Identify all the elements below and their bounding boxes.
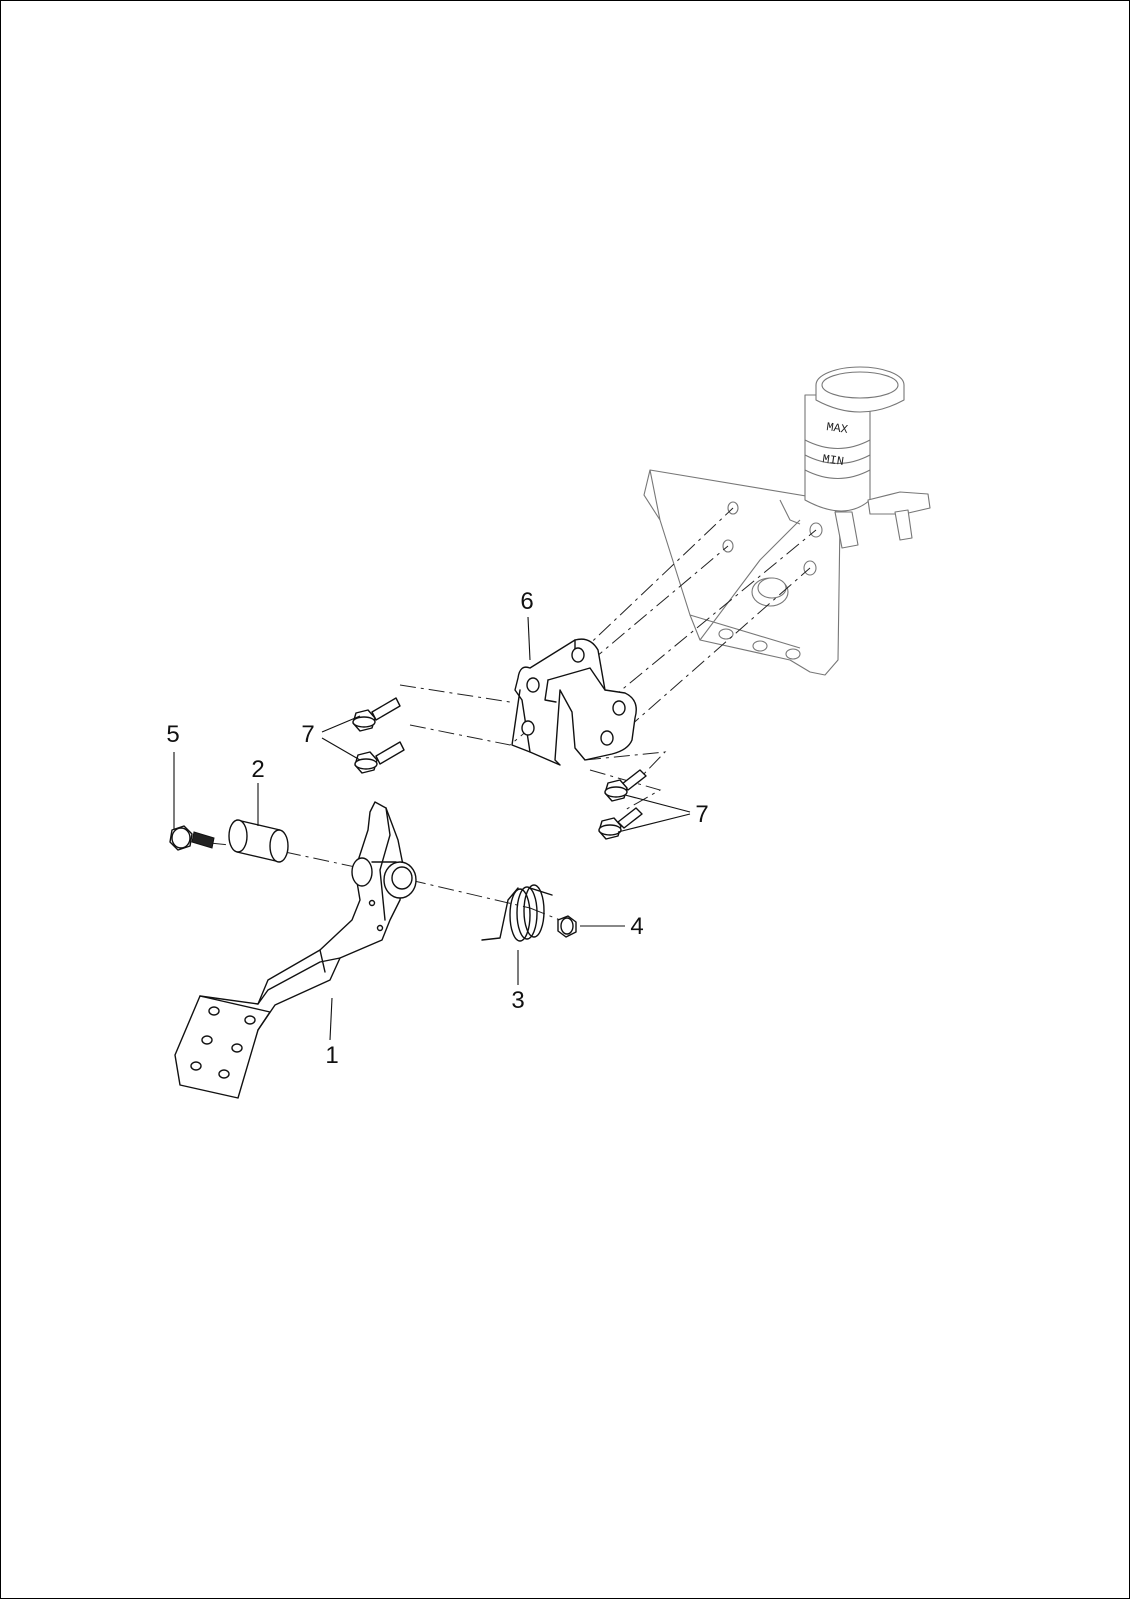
brake-pedal-arm-1 xyxy=(174,801,417,1099)
callout-3: 3 xyxy=(511,987,524,1014)
flange-bolt-7-lower-left xyxy=(354,741,405,774)
max-mark: MAX xyxy=(825,420,848,437)
assembly-center-lines xyxy=(209,507,817,921)
callout-7-right: 7 xyxy=(695,801,708,828)
flange-nut-4 xyxy=(557,915,577,938)
callout-7-left: 7 xyxy=(301,721,314,748)
callout-5: 5 xyxy=(166,721,179,748)
return-spring-3 xyxy=(481,884,553,942)
pivot-bolt-5 xyxy=(169,825,215,851)
flange-bolt-7-lower-right xyxy=(598,807,643,840)
flange-bolt-7-upper-right xyxy=(604,769,647,802)
callout-numbers: 5 2 1 3 4 6 7 7 xyxy=(166,588,708,1069)
bushing-2 xyxy=(228,819,289,863)
callout-2: 2 xyxy=(251,756,264,783)
bracket-plate-6 xyxy=(511,638,637,766)
flange-bolt-7-upper-left xyxy=(352,697,401,732)
callout-leaders xyxy=(173,616,691,1041)
callout-1: 1 xyxy=(325,1042,338,1069)
callout-6: 6 xyxy=(520,588,533,615)
callout-4: 4 xyxy=(630,913,643,940)
fluid-reservoir: MAX MIN xyxy=(779,366,931,549)
min-mark: MIN xyxy=(821,452,844,469)
